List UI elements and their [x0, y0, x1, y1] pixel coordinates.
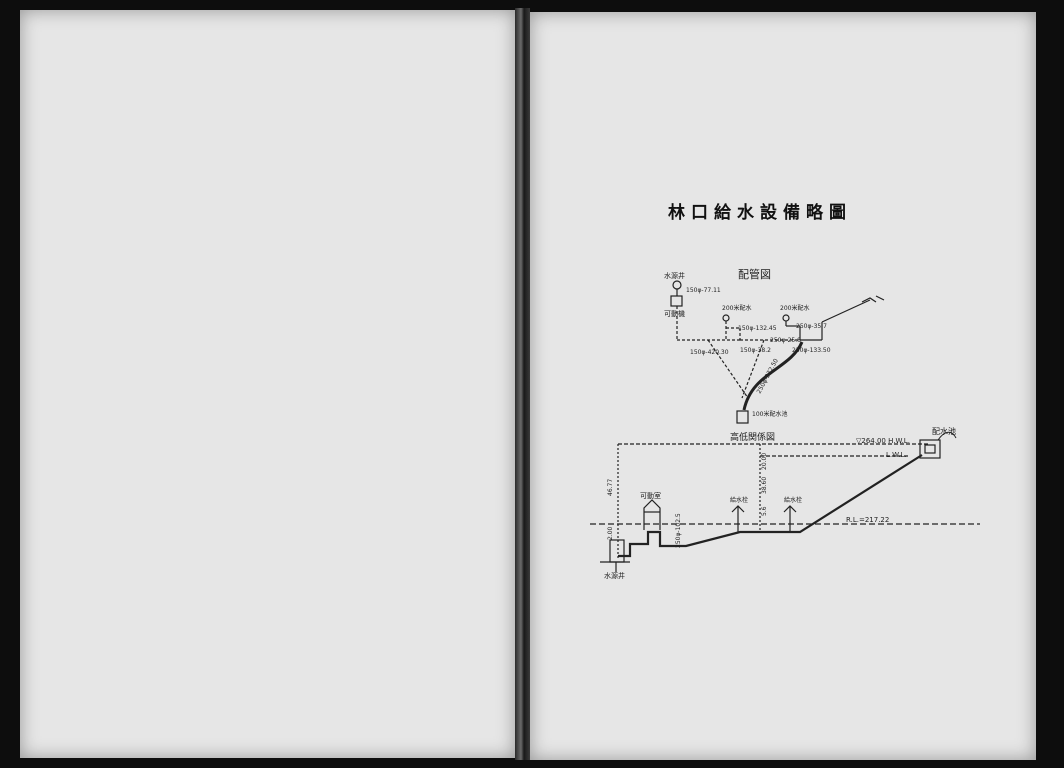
pipe-label-4: 150φ-132.45 [738, 325, 777, 332]
pipe-label-1: 150φ-77.11 [686, 287, 721, 294]
reservoir-symbol [736, 410, 749, 424]
page-title: 林口給水設備略圖 [668, 203, 852, 223]
right-page [530, 12, 1036, 760]
branch-2-label: 200米配水 [780, 304, 809, 312]
pipe-label-7: 250φ-102.5 [675, 513, 682, 548]
pipe-label-9: 250φ-332.50 [756, 357, 780, 395]
pipe-label-3: 150φ-38.2 [740, 347, 771, 354]
pipe-label-6: 250φ-133.50 [792, 347, 831, 354]
pump-house-label: 可動室 [640, 491, 661, 500]
branch-1-label: 200米配水 [722, 304, 751, 312]
dim-label-1: 46.77 [607, 479, 614, 496]
pipe-label-8: 250φ-35.7 [796, 323, 827, 330]
pipe-label-5: 250φ-25.8 [770, 337, 801, 344]
source-top-label: 水源井 [664, 271, 685, 280]
profile-main [618, 454, 923, 558]
left-page [20, 10, 515, 758]
reservoir-top-label: 100米配水池 [752, 410, 787, 418]
outlet-2-label: 給水栓 [784, 496, 802, 504]
feeder-main [742, 341, 804, 411]
dim-label-4: 5.6 [761, 506, 768, 516]
branch-1-symbol [722, 314, 730, 322]
outlet-1-label: 給水栓 [730, 496, 748, 504]
profile-diagram [590, 431, 980, 572]
plan-label: 配管図 [738, 267, 771, 281]
source-well-symbol [672, 280, 682, 290]
dim-label-5: 38.60 [761, 477, 768, 494]
pump-top-label: 可動機 [664, 309, 685, 318]
elevation-lwl-label: L.W.L. [886, 451, 907, 459]
pipe-label-2: 150φ-420.30 [690, 349, 729, 356]
elevation-top-label: ▽264.00 H.W.L. [856, 437, 910, 445]
profile-label: 高低関係図 [730, 431, 775, 443]
pump-symbol [670, 295, 683, 307]
outlet-end-symbol [861, 295, 885, 303]
reservoir-bottom-label: 配水池 [932, 426, 956, 436]
book-gutter [515, 8, 530, 760]
outlet-2-symbol [783, 505, 797, 532]
piping-plan [670, 280, 885, 424]
dim-label-2: 2.00 [607, 526, 614, 540]
outlet-1-symbol [731, 505, 745, 532]
pump-house-symbol [643, 499, 661, 530]
branch-2-symbol [782, 314, 790, 322]
source-bottom-label: 水源井 [604, 571, 625, 580]
elevation-ground-label: R.L.=217.22 [846, 516, 889, 524]
dim-label-3: 20.00 [761, 453, 768, 470]
